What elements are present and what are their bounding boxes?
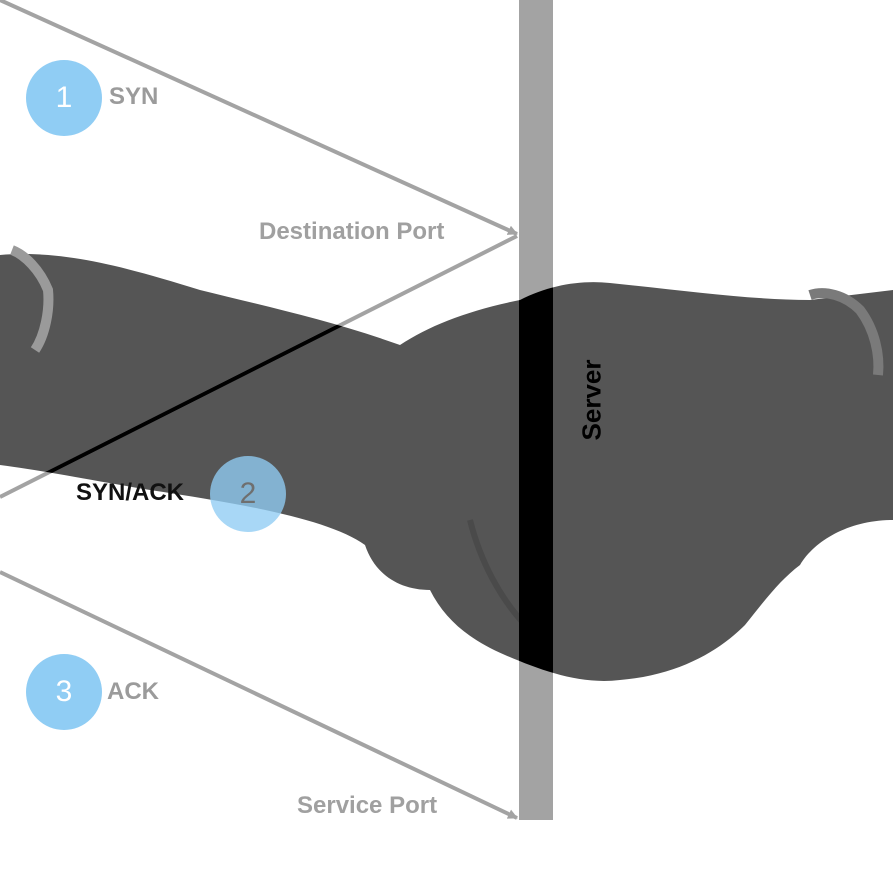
step-1-circle: 1 (26, 60, 102, 136)
step-3-circle: 3 (26, 654, 102, 730)
syn-label: SYN (109, 83, 159, 110)
handshake-silhouette-shape (0, 254, 893, 681)
syn-ack-label: SYN/ACK (76, 479, 185, 506)
ack-arrow (0, 570, 518, 820)
step-1-number: 1 (55, 81, 73, 114)
arrows (0, 0, 518, 820)
handshake-silhouette (0, 245, 893, 681)
ack-label: ACK (107, 678, 159, 705)
destination-port-label: Destination Port (259, 218, 445, 245)
service-port-label: Service Port (297, 792, 438, 819)
syn-arrow (0, 0, 518, 236)
server-bar-overlap (519, 254, 553, 681)
step-3-number: 3 (55, 675, 73, 708)
right-bracelet (808, 288, 884, 376)
server-label: Server (576, 359, 607, 441)
server-bar (519, 0, 553, 820)
left-bracelet (9, 245, 54, 353)
step-2-number: 2 (239, 477, 257, 510)
step-2-circle: 2 (210, 456, 286, 532)
